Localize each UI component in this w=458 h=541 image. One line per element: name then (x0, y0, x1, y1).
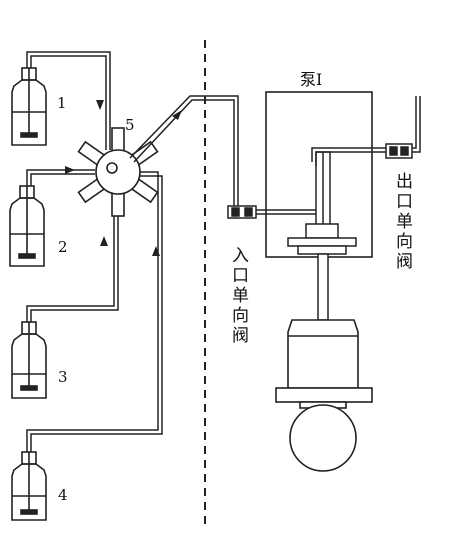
solvent-bottle-4 (11, 451, 47, 521)
outlet-check-valve (385, 143, 413, 159)
solvent-bottle-2 (9, 185, 45, 267)
tube-valve-to-inlet (129, 95, 239, 210)
bottle-4-label: 4 (58, 486, 68, 504)
tube-bottle-1 (26, 51, 111, 150)
outlet-valve-label: 出口单向阀 (392, 172, 412, 272)
bottle-3-label: 3 (58, 368, 68, 386)
solvent-bottle-3 (11, 321, 47, 399)
flow-arrow-up-icon (100, 236, 108, 246)
pump-label: 泵Ⅰ (300, 70, 323, 89)
inlet-check-valve (227, 205, 318, 219)
tube-outlet (412, 96, 417, 149)
flow-arrow-down-icon (96, 100, 104, 110)
pump-cam-wheel (289, 404, 357, 472)
flow-arrow-up-icon (152, 246, 160, 256)
flow-arrow-right-icon (65, 166, 75, 174)
flow-arrow-up-right-icon (172, 110, 182, 120)
tube-bottle-3 (26, 188, 115, 322)
tube-bottle-2 (26, 169, 95, 186)
pump-motor-housing (275, 319, 373, 409)
pump-plunger (287, 151, 357, 321)
tube-bottle-4 (26, 171, 159, 452)
solvent-bottle-1 (11, 67, 47, 146)
tube-plunger-to-outlet (311, 147, 388, 162)
valve-label: 5 (125, 116, 135, 134)
bottle-2-label: 2 (58, 238, 68, 256)
inlet-valve-label: 入口单向阀 (228, 246, 248, 346)
bottle-1-label: 1 (57, 94, 67, 112)
